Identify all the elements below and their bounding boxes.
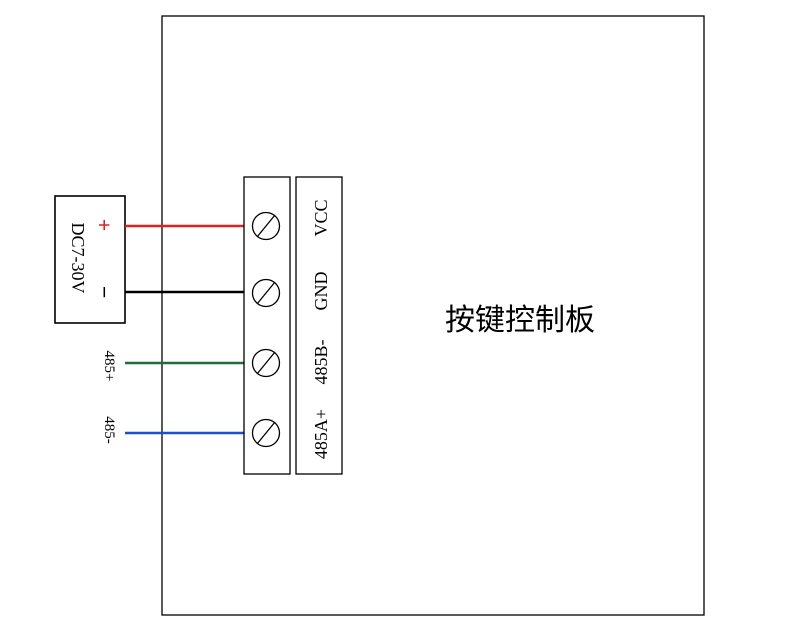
terminal-label-485a: 485A+ [311, 409, 331, 459]
plus-sign: + [92, 219, 117, 232]
power-supply-label: DC7-30V [68, 223, 88, 294]
terminal-label-vcc: VCC [311, 199, 331, 236]
screw-icon [251, 348, 281, 378]
screw-icon [251, 278, 281, 308]
bus-b-label: 485- [101, 416, 117, 444]
board-label: 按键控制板 [445, 303, 595, 338]
terminal-label-block [295, 176, 343, 475]
power-supply-box [54, 195, 126, 324]
terminal-label-gnd: GND [311, 272, 331, 311]
minus-sign: − [92, 286, 117, 299]
screw-icon [251, 418, 281, 448]
terminal-block [243, 176, 291, 475]
bus-a-label: 485+ [101, 351, 117, 382]
terminal-label-485b: 485B- [311, 339, 331, 384]
control-board-outline [161, 15, 705, 616]
screw-icon [251, 211, 281, 241]
